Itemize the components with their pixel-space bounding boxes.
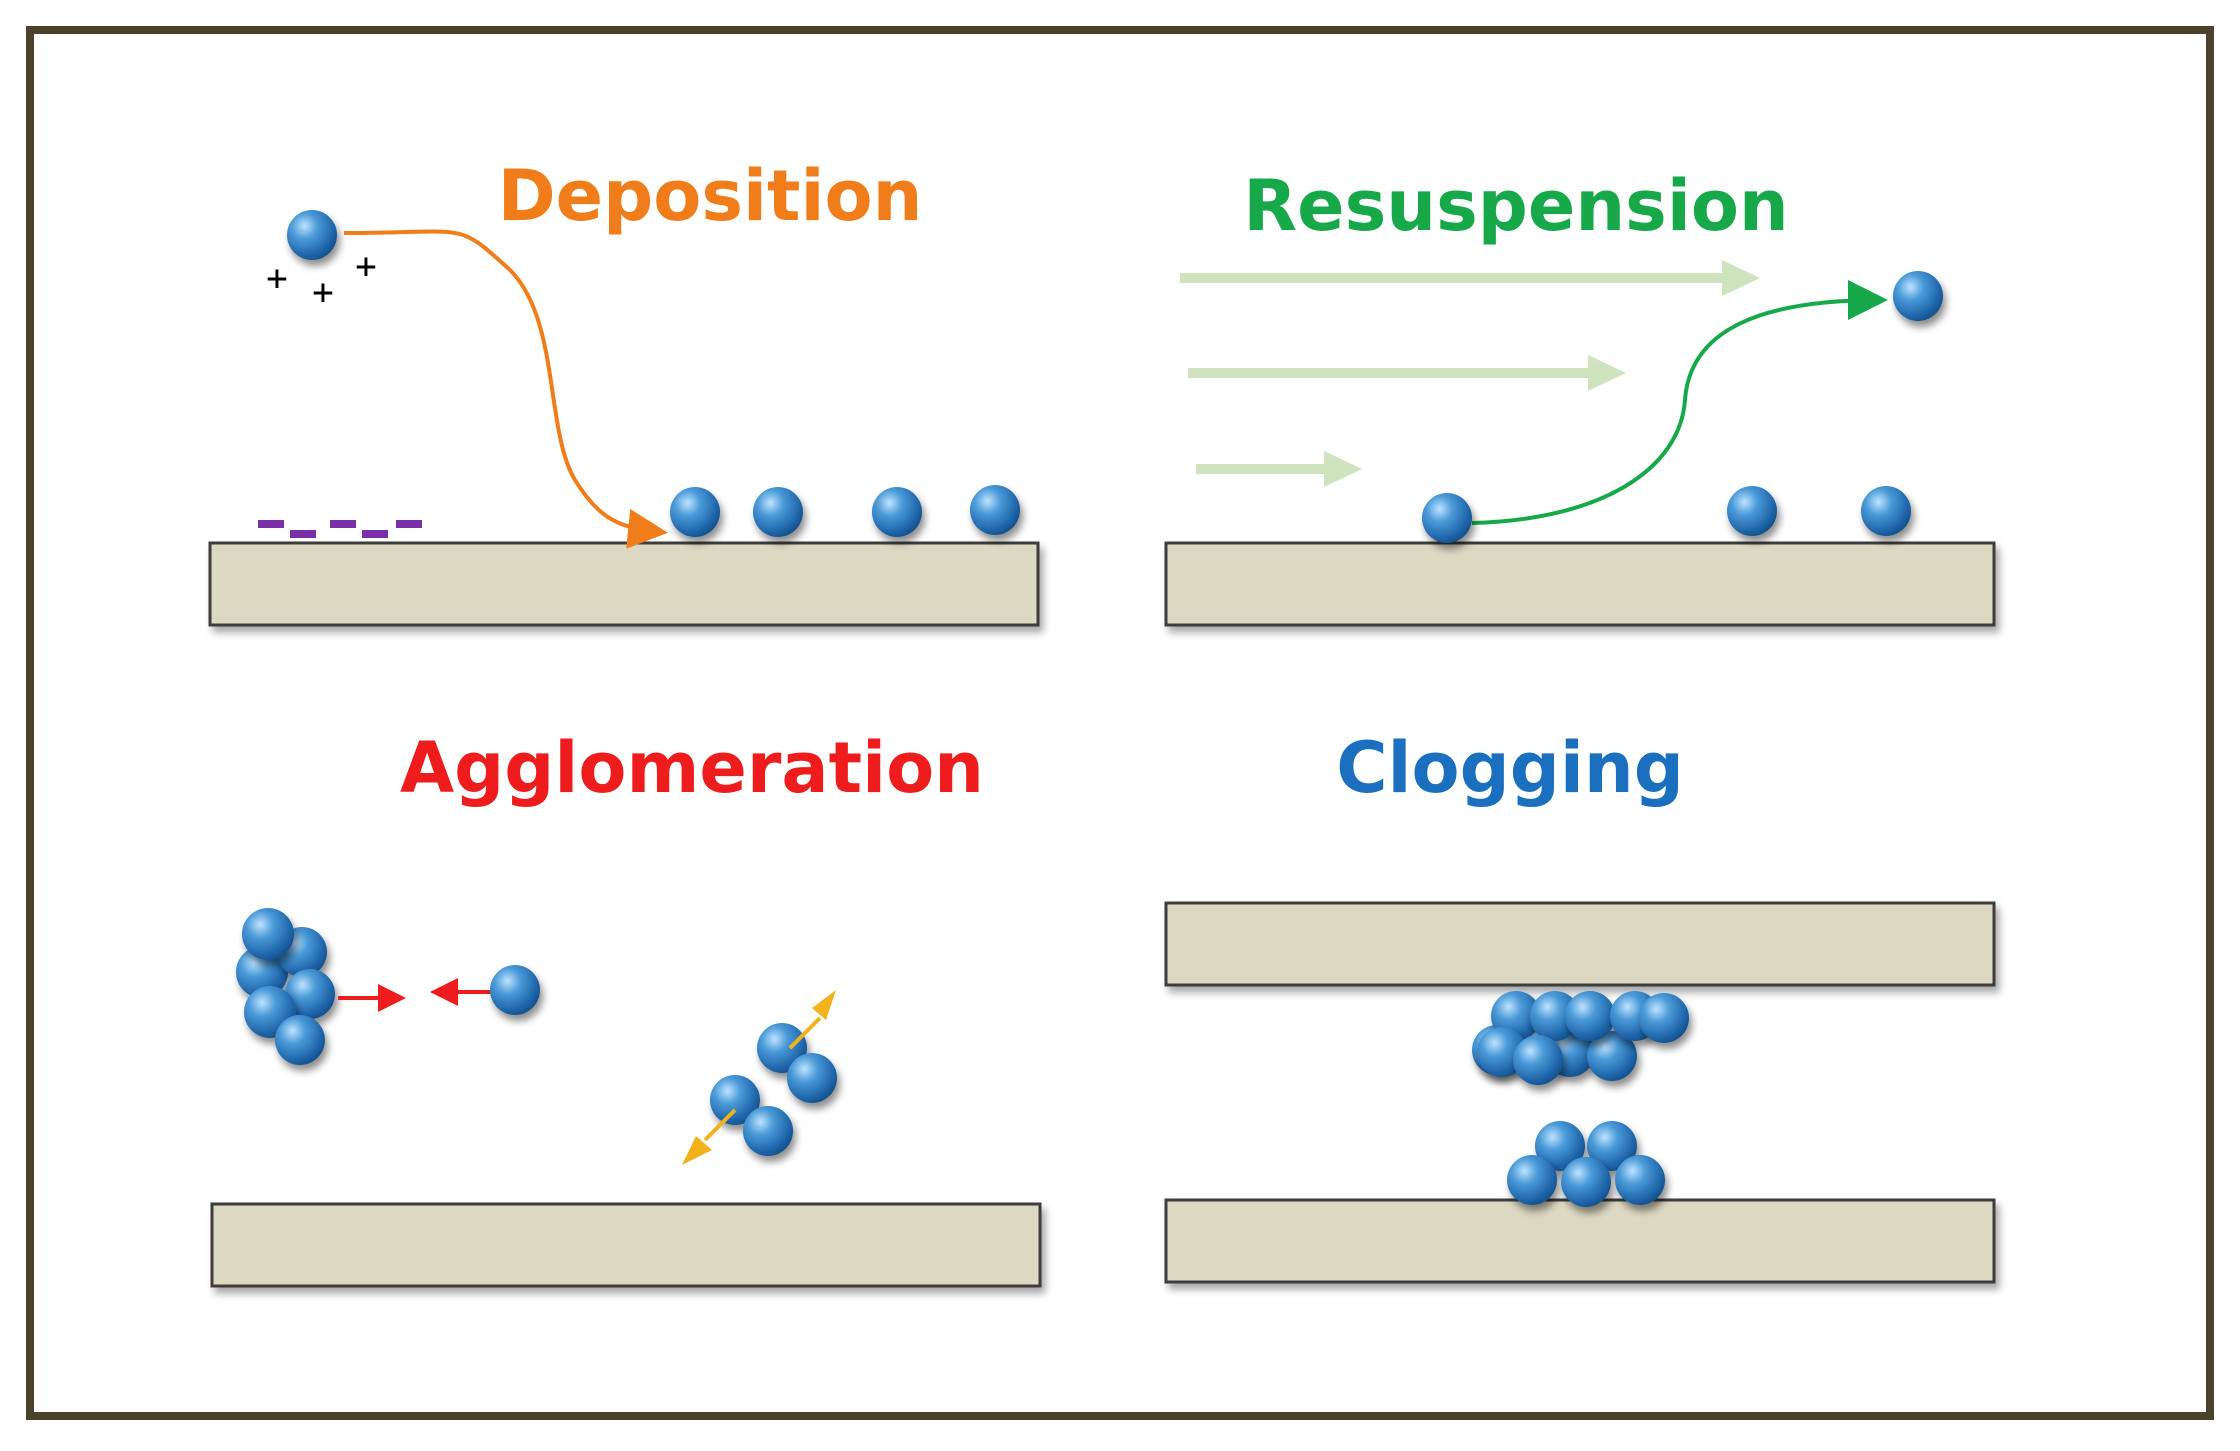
deposited-particle <box>753 487 803 537</box>
deposition-trajectory-arrow <box>343 229 668 549</box>
clogging-title: Clogging <box>1336 727 1684 809</box>
deposition-title: Deposition <box>498 155 923 237</box>
surface-particle <box>1727 486 1777 536</box>
surface-particle <box>1422 493 1472 543</box>
positive-charge: + <box>355 246 377 287</box>
negative-charges <box>258 520 422 538</box>
clogging-panel: Clogging <box>1164 727 1996 1284</box>
upper-particle-cluster <box>1472 991 1689 1085</box>
flow-arrow-head <box>1722 260 1760 296</box>
surface-particle <box>1861 486 1911 536</box>
flow-arrow-shaft <box>1196 464 1326 474</box>
agglomeration-title: Agglomeration <box>400 727 984 809</box>
resuspension-panel: Resuspension <box>1164 165 1996 627</box>
agglomeration-panel: Agglomeration <box>210 727 1042 1288</box>
deposited-particle <box>872 487 922 537</box>
vibrating-particle <box>787 1053 837 1103</box>
flow-arrow-head <box>1588 355 1626 391</box>
deposited-particle <box>970 485 1020 535</box>
deposition-surface <box>208 541 1040 627</box>
resuspension-surface <box>1164 541 1996 627</box>
positive-charge: + <box>266 258 288 299</box>
flow-arrow-head <box>1324 451 1362 487</box>
lifted-particle <box>1893 271 1943 321</box>
flow-arrow-shaft <box>1180 273 1722 283</box>
resuspension-trajectory-arrow <box>1471 280 1888 525</box>
vibrating-particle <box>743 1106 793 1156</box>
lower-particle-cluster <box>1507 1121 1665 1207</box>
vibrating-particle <box>710 1075 760 1125</box>
approaching-particle <box>490 965 540 1015</box>
attraction-arrows <box>338 978 494 1012</box>
positive-charge: + <box>312 272 334 313</box>
incoming-particle <box>287 210 337 260</box>
deposited-particle <box>670 487 720 537</box>
deposition-panel: Deposition + + + <box>208 155 1040 627</box>
resuspension-title: Resuspension <box>1243 165 1789 247</box>
particle-cluster <box>236 908 335 1065</box>
flow-arrows <box>1180 260 1760 487</box>
agglomeration-surface <box>210 1202 1042 1288</box>
outer-frame <box>26 26 2214 1420</box>
vibration-arrows <box>682 990 836 1165</box>
clogging-upper-surface <box>1164 901 1996 987</box>
flow-arrow-shaft <box>1188 368 1588 378</box>
clogging-lower-surface <box>1164 1198 1996 1284</box>
